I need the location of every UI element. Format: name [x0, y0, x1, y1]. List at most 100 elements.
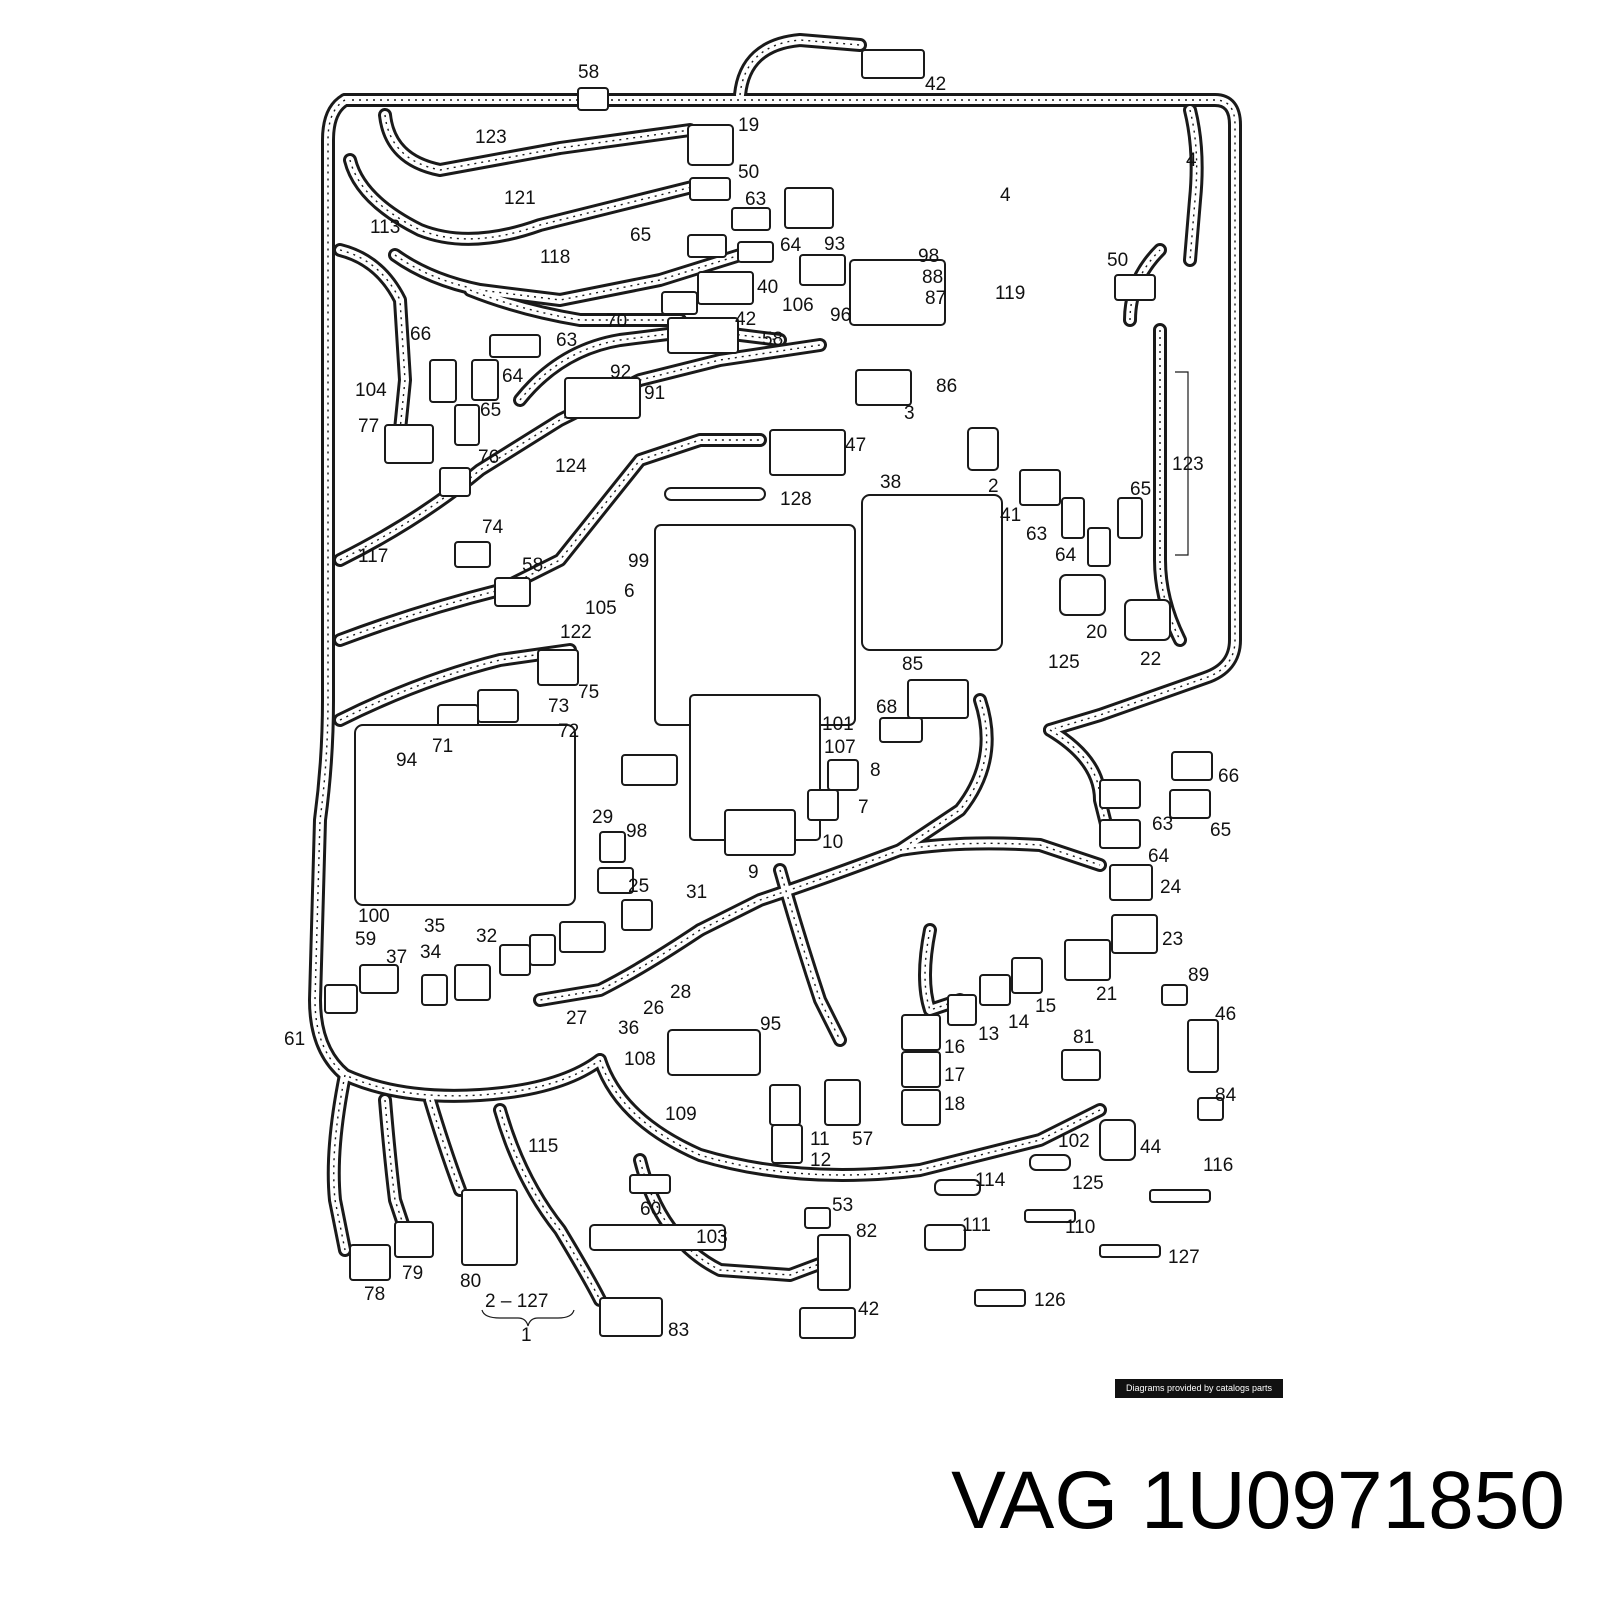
callout-label: 83	[668, 1320, 689, 1341]
connector-34	[421, 974, 448, 1006]
group-brace	[481, 1309, 575, 1327]
connector-106	[799, 254, 846, 286]
callout-label: 82	[856, 1221, 877, 1242]
connector-65-left	[454, 404, 480, 446]
callout-label: 63	[1152, 814, 1173, 835]
callout-label: 81	[1073, 1027, 1094, 1048]
connector-20	[1059, 574, 1106, 616]
cable-lower-left-1-core	[329, 1071, 349, 1254]
callout-label: 66	[1218, 766, 1239, 787]
connector-82	[817, 1234, 851, 1291]
callout-label: 64	[502, 366, 524, 387]
connector-50-right	[1114, 274, 1156, 301]
callout-label: 34	[420, 942, 442, 963]
clip-111	[924, 1224, 966, 1251]
callout-label: 27	[566, 1008, 587, 1029]
callout-label: 110	[1065, 1217, 1095, 1238]
callout-label: 103	[696, 1227, 728, 1248]
cable-top-connector	[733, 33, 867, 102]
clip-127	[1099, 1244, 1161, 1258]
connector-46	[1187, 1019, 1219, 1073]
relay-95	[667, 1029, 761, 1076]
connector-16	[901, 1014, 941, 1051]
callout-label: 107	[824, 737, 856, 758]
callout-label: 16	[944, 1037, 965, 1058]
callout-label: 70	[606, 311, 627, 332]
part-number-title: VAG 1U0971850	[951, 1455, 1565, 1546]
callout-label: 95	[760, 1014, 781, 1035]
callout-label: 47	[845, 435, 866, 456]
callout-label: 118	[540, 247, 570, 268]
cable-mid-left-ribs	[339, 249, 406, 431]
connector-63-left	[489, 334, 541, 358]
callout-label: 50	[738, 162, 759, 183]
callout-label: 63	[1026, 524, 1047, 545]
cable-top-connector-core	[736, 36, 864, 99]
callout-label: 38	[880, 472, 901, 493]
callout-label: 113	[370, 217, 400, 238]
credit-badge: Diagrams provided by catalogs parts	[1115, 1379, 1283, 1398]
connector-14	[979, 974, 1011, 1006]
connector-68	[879, 717, 923, 743]
callout-label: 6	[624, 581, 635, 602]
callout-label: 64	[780, 235, 802, 256]
duct-103	[589, 1224, 726, 1251]
connector-31	[621, 899, 653, 931]
callout-label: 1	[521, 1325, 532, 1346]
callout-label: 53	[832, 1195, 853, 1216]
callout-label: 65	[630, 225, 651, 246]
callout-label: 18	[944, 1094, 965, 1115]
callout-label: 124	[555, 456, 587, 477]
connector-64-right	[1099, 819, 1141, 849]
callout-label: 106	[782, 295, 814, 316]
callout-label: 12	[810, 1150, 831, 1171]
connector-63-mid	[1061, 497, 1085, 539]
callout-label: 58	[522, 555, 543, 576]
callout-label: 126	[1034, 1290, 1066, 1311]
callout-label: 89	[1188, 965, 1209, 986]
connector-13	[947, 994, 977, 1026]
callout-label: 105	[585, 598, 617, 619]
connector-42-top	[861, 49, 925, 79]
connector-53	[804, 1207, 831, 1229]
callout-label: 116	[1203, 1155, 1233, 1176]
callout-label: 20	[1086, 622, 1107, 643]
connector-70	[661, 291, 698, 315]
connector-72	[477, 689, 519, 723]
connector-22	[1124, 599, 1171, 641]
connector-23	[1111, 914, 1158, 954]
callout-label: 122	[560, 622, 592, 643]
cable-lower-left-2-core	[381, 1096, 409, 1234]
callout-label: 50	[1107, 250, 1128, 271]
callout-label: 60	[640, 1199, 661, 1220]
callout-label: 17	[944, 1065, 965, 1086]
callout-label: 64	[1055, 545, 1077, 566]
callout-label: 63	[556, 330, 577, 351]
callout-label: 79	[402, 1263, 423, 1284]
callout-label: 23	[1162, 929, 1183, 950]
callout-label: 99	[628, 551, 649, 572]
connector-27	[529, 934, 556, 966]
connector-81	[1061, 1049, 1101, 1081]
callout-label: 63	[745, 189, 766, 210]
callout-label: 42	[735, 309, 756, 330]
cable-mid-4-ribs	[339, 649, 571, 721]
cable-top-left-ribs	[384, 114, 691, 171]
cable-lower-left-3-ribs	[429, 1099, 461, 1191]
control-unit-38	[861, 494, 1003, 651]
cable-center-right-ribs	[899, 842, 1101, 866]
callout-label: 88	[922, 267, 943, 288]
callout-label: 114	[975, 1170, 1006, 1191]
callout-label: 25	[628, 876, 649, 897]
callout-label: 13	[978, 1024, 999, 1045]
clip-126	[974, 1289, 1026, 1307]
callout-label: 86	[936, 376, 957, 397]
connector-42-mid	[667, 317, 739, 354]
connector-85	[907, 679, 969, 719]
callout-label: 108	[624, 1049, 656, 1070]
callout-label: 64	[1148, 846, 1170, 867]
connector-41	[1019, 469, 1061, 506]
cable-top-left	[378, 108, 697, 177]
cable-outer-loop-ribs	[345, 99, 1236, 731]
